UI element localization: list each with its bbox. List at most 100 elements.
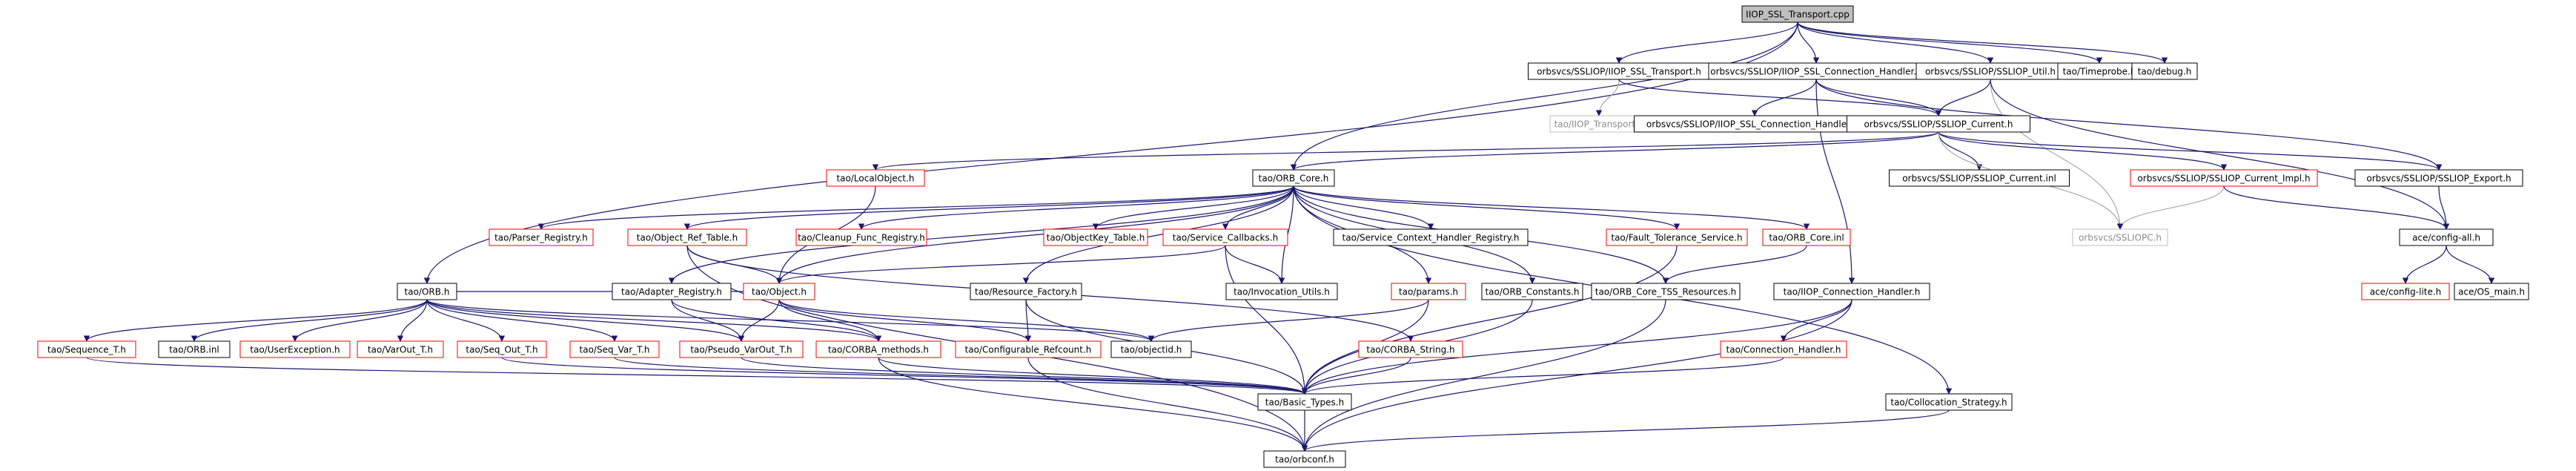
node-resource_factory_h[interactable]: tao/Resource_Factory.h <box>970 283 1082 300</box>
node-box <box>1391 283 1466 300</box>
node-label: tao/Adapter_Registry.h <box>621 287 722 297</box>
node-invocation_utils_h[interactable]: tao/Invocation_Utils.h <box>1225 283 1338 300</box>
edge-params_h-to-objectid_h <box>1148 299 1429 342</box>
edge-seq_var_t_h-to-basic_types_h <box>614 357 1308 395</box>
edge-ssliop_current_impl_h-to-ssliopc_h <box>2116 185 2225 230</box>
node-ssl_transport_h[interactable]: orbsvcs/SSLIOP/IIOP_SSL_Transport.h <box>1528 62 1710 80</box>
node-box <box>2454 283 2529 300</box>
edge-ssl_conn_handler_h-to-ssl_conn_handler_inl <box>1751 79 1817 116</box>
node-parser_registry_h[interactable]: tao/Parser_Registry.h <box>489 228 594 246</box>
edge-root-to-debug_h <box>1797 22 2168 64</box>
node-collocation_strategy_h[interactable]: tao/Collocation_Strategy.h <box>1885 393 2013 411</box>
node-label: tao/orbconf.h <box>1275 455 1334 465</box>
node-userexception_h[interactable]: tao/UserException.h <box>239 340 351 358</box>
node-box <box>2072 228 2168 246</box>
node-seq_out_t_h[interactable]: tao/Seq_Out_T.h <box>457 340 547 358</box>
edge-sequence_t_h-to-basic_types_h <box>86 357 1308 395</box>
node-sequence_t_h[interactable]: tao/Sequence_T.h <box>37 340 136 358</box>
edge-orb_core_h-to-adapter_registry_h <box>668 185 1294 284</box>
node-adapter_registry_h[interactable]: tao/Adapter_Registry.h <box>612 283 732 300</box>
node-orb_core_inl[interactable]: tao/ORB_Core.inl <box>1762 228 1851 246</box>
node-iiop_connection_handler_h[interactable]: tao/IIOP_Connection_Handler.h <box>1773 283 1930 300</box>
node-orb_core_tss_resources_h[interactable]: tao/ORB_Core_TSS_Resources.h <box>1591 283 1741 300</box>
node-config_lite_h[interactable]: ace/config-lite.h <box>2361 283 2450 300</box>
edge-orb_core_inl-to-orb_core_tss_resources_h <box>1662 245 1807 284</box>
node-ssliop_current_inl[interactable]: orbsvcs/SSLIOP/SSLIOP_Current.inl <box>1889 169 2070 187</box>
node-orb_inl[interactable]: tao/ORB.inl <box>158 340 231 358</box>
node-object_ref_table_h[interactable]: tao/Object_Ref_Table.h <box>627 228 747 246</box>
node-label: tao/objectid.h <box>1121 345 1182 355</box>
edge-ssliop_current_h-to-ssliop_current_inl <box>1938 131 1983 171</box>
node-label: tao/Seq_Out_T.h <box>466 345 537 355</box>
node-orb_constants_h[interactable]: tao/ORB_Constants.h <box>1481 283 1583 300</box>
node-service_context_handler_registry_h[interactable]: tao/Service_Context_Handler_Registry.h <box>1333 228 1529 246</box>
node-orb_core_h[interactable]: tao/ORB_Core.h <box>1252 169 1335 187</box>
node-varout_t_h[interactable]: tao/VarOut_T.h <box>357 340 444 358</box>
node-params_h[interactable]: tao/params.h <box>1391 283 1466 300</box>
node-ssliop_current_impl_h[interactable]: orbsvcs/SSLIOP/SSLIOP_Current_Impl.h <box>2130 169 2318 187</box>
node-debug_h[interactable]: tao/debug.h <box>2131 62 2198 80</box>
node-root[interactable]: IIOP_SSL_Transport.cpp <box>1741 5 1854 23</box>
node-orbconf_h[interactable]: tao/orbconf.h <box>1263 450 1346 468</box>
node-box <box>239 340 351 358</box>
node-iiop_transport_h[interactable]: tao/IIOP_Transport.h <box>1549 115 1649 133</box>
node-box <box>1885 393 2013 411</box>
node-corba_string_h[interactable]: tao/CORBA_String.h <box>1358 340 1463 358</box>
node-box <box>158 340 231 358</box>
node-label: ace/config-all.h <box>2412 233 2480 243</box>
edge-orb_core_h-to-object_h <box>775 185 1294 284</box>
node-box <box>1252 169 1335 187</box>
node-label: tao/Sequence_T.h <box>47 345 126 355</box>
node-label: orbsvcs/SSLIOP/SSLIOP_Current.h <box>1864 119 2013 130</box>
node-label: tao/Parser_Registry.h <box>494 233 588 243</box>
node-box <box>2399 228 2494 246</box>
node-seq_var_t_h[interactable]: tao/Seq_Var_T.h <box>569 340 660 358</box>
node-box <box>569 340 660 358</box>
node-configurable_refcount_h[interactable]: tao/Configurable_Refcount.h <box>955 340 1102 358</box>
node-label: tao/Connection_Handler.h <box>1726 345 1841 355</box>
node-label: tao/Object_Ref_Table.h <box>637 233 738 243</box>
node-object_h[interactable]: tao/Object.h <box>743 283 815 300</box>
node-label: tao/IIOP_Transport.h <box>1554 119 1644 130</box>
edge-ssl_conn_handler_h-to-iiop_connection_handler_h <box>1815 79 1855 284</box>
node-box <box>955 340 1102 358</box>
edge-corba_methods_h-to-orbconf_h <box>878 357 1308 452</box>
node-ssliop_util_h[interactable]: orbsvcs/SSLIOP/SSLIOP_Util.h <box>1916 62 2065 80</box>
node-objectid_h[interactable]: tao/objectid.h <box>1110 340 1192 358</box>
node-box <box>1162 228 1288 246</box>
node-ssliop_current_h[interactable]: orbsvcs/SSLIOP/SSLIOP_Current.h <box>1847 115 2030 133</box>
node-ssliop_export_h[interactable]: orbsvcs/SSLIOP/SSLIOP_Export.h <box>2354 169 2523 187</box>
node-box <box>2354 169 2523 187</box>
node-basic_types_h[interactable]: tao/Basic_Types.h <box>1257 393 1352 411</box>
node-label: tao/CORBA_String.h <box>1366 345 1454 355</box>
node-timeprobe_h[interactable]: tao/Timeprobe.h <box>2057 62 2142 80</box>
node-os_main_h[interactable]: ace/OS_main.h <box>2454 283 2529 300</box>
node-box <box>2130 169 2318 187</box>
node-ssl_conn_handler_inl[interactable]: orbsvcs/SSLIOP/IIOP_SSL_Connection_Handl… <box>1634 115 1875 133</box>
node-ssliopc_h[interactable]: orbsvcs/SSLIOPC.h <box>2072 228 2168 246</box>
edge-ssl_transport_h-to-ssliop_current_h <box>1618 79 1942 116</box>
node-localobject_h[interactable]: tao/LocalObject.h <box>826 169 925 187</box>
node-cleanup_func_registry_h[interactable]: tao/Cleanup_Func_Registry.h <box>795 228 927 246</box>
edge-orb_core_h-to-objectkey_table_h <box>1092 185 1294 230</box>
node-box <box>1606 228 1748 246</box>
edge-orb_h-to-sequence_t_h <box>83 299 428 342</box>
node-label: tao/Invocation_Utils.h <box>1234 287 1330 297</box>
edge-orb_h-to-objectid_h <box>426 299 1154 342</box>
node-label: tao/ORB_Core_TSS_Resources.h <box>1595 287 1737 297</box>
node-label: tao/ORB.inl <box>169 345 219 355</box>
node-connection_handler_h[interactable]: tao/Connection_Handler.h <box>1720 340 1847 358</box>
edge-ssliop_current_h-to-orb_core_h <box>1291 131 1939 171</box>
node-pseudo_varout_t_h[interactable]: tao/Pseudo_VarOut_T.h <box>679 340 804 358</box>
node-corba_methods_h[interactable]: tao/CORBA_methods.h <box>815 340 941 358</box>
node-fault_tolerance_service_h[interactable]: tao/Fault_Tolerance_Service.h <box>1606 228 1748 246</box>
edge-adapter_registry_h-to-pseudo_varout_t_h <box>671 299 745 342</box>
node-box <box>357 340 444 358</box>
node-box <box>1263 450 1346 468</box>
node-config_all_h[interactable]: ace/config-all.h <box>2399 228 2494 246</box>
node-ssl_conn_handler_h[interactable]: orbsvcs/SSLIOP/IIOP_SSL_Connection_Handl… <box>1708 62 1924 80</box>
node-orb_h[interactable]: tao/ORB.h <box>397 283 457 300</box>
node-service_callbacks_h[interactable]: tao/Service_Callbacks.h <box>1162 228 1288 246</box>
node-objectkey_table_h[interactable]: tao/ObjectKey_Table.h <box>1043 228 1148 246</box>
edges-layer <box>83 22 2495 452</box>
